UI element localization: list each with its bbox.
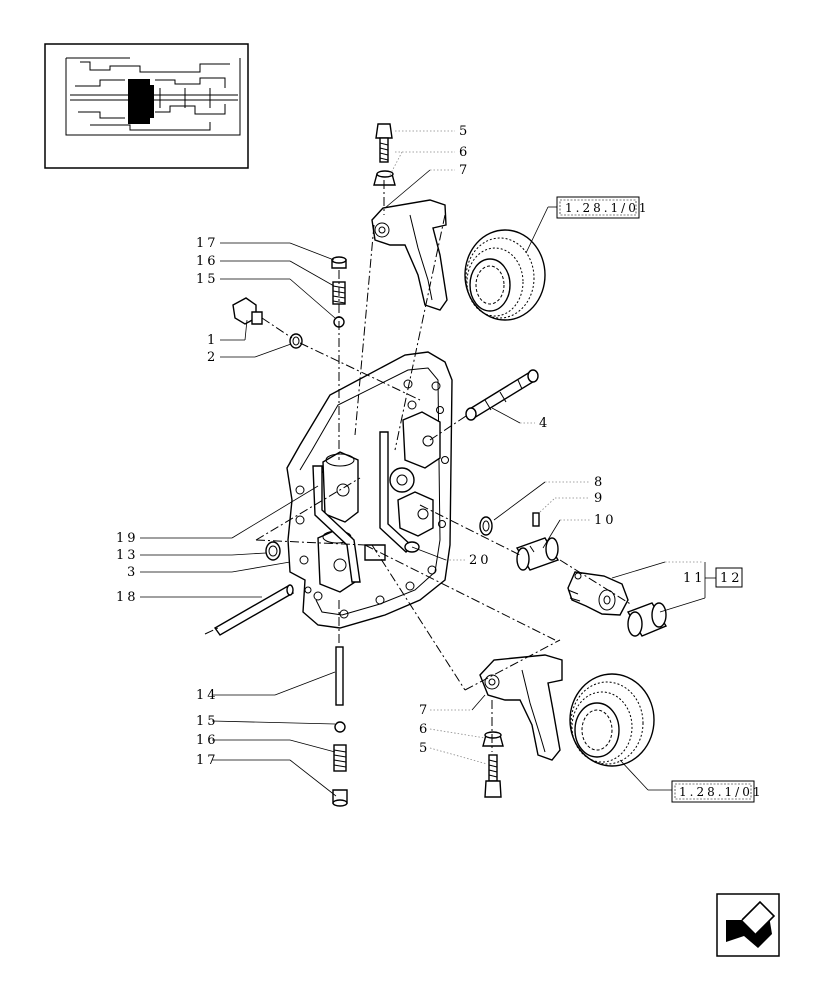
callout-7-bottom: 7 <box>419 703 430 718</box>
sleeve-part-12 <box>626 602 668 637</box>
spring-part-16-bottom <box>333 744 347 772</box>
previous-page-arrow-icon[interactable] <box>716 893 780 957</box>
callout-4: 4 <box>539 416 550 431</box>
callout-16-bottom: 16 <box>196 733 219 748</box>
shift-plate-part-3 <box>286 351 453 629</box>
callout-17-top: 17 <box>196 236 219 251</box>
transmission-locator-icon <box>44 43 249 169</box>
callout-12-box <box>715 567 743 588</box>
callout-1: 1 <box>207 333 218 348</box>
callout-14: 14 <box>196 688 219 703</box>
callout-2: 2 <box>207 350 218 365</box>
reference-box-bottom[interactable]: 1.28.1/01 <box>671 780 763 803</box>
shift-fork-part-7-bottom <box>479 654 563 761</box>
shift-shaft-part-4 <box>465 369 539 421</box>
callout-16-top: 16 <box>196 254 219 269</box>
callout-15-bottom: 15 <box>196 714 219 729</box>
reference-box-top[interactable]: 1.28.1/01 <box>556 196 649 219</box>
assembly-axis-lines <box>204 180 633 752</box>
synchronizer-ring-top <box>464 229 546 321</box>
cap-part-17-bottom <box>332 789 348 807</box>
ball-part-15-bottom <box>334 721 346 733</box>
callout-15-top: 15 <box>196 272 219 287</box>
shift-rod-part-19 <box>312 465 361 583</box>
callout-labels: 5 6 7 17 16 15 1 2 4 8 9 10 11 12 19 13 … <box>116 124 743 768</box>
cap-part-17-top <box>331 256 347 269</box>
callout-18: 18 <box>116 590 139 605</box>
shift-fork-part-7-top <box>371 199 448 311</box>
washer-part-6-bottom <box>482 731 504 747</box>
bolt-part-5-top <box>375 123 393 163</box>
reference-label-bottom: 1.28.1/01 <box>679 785 763 799</box>
callout-13: 13 <box>116 548 139 563</box>
callout-12: 12 <box>720 571 743 586</box>
washer-part-6-top <box>373 170 396 186</box>
plug-part-1 <box>232 297 263 325</box>
callout-20: 20 <box>469 553 492 568</box>
callout-7-top: 7 <box>459 163 470 178</box>
callout-10: 10 <box>594 513 617 528</box>
reference-label-top: 1.28.1/01 <box>565 201 649 215</box>
callout-8: 8 <box>594 475 605 490</box>
selector-part-11 <box>567 571 629 616</box>
callout-6-bottom: 6 <box>419 722 430 737</box>
callout-5-bottom: 5 <box>419 741 430 756</box>
pin-part-9 <box>532 512 540 527</box>
callout-19: 19 <box>116 531 139 546</box>
bolt-part-5-bottom <box>484 754 502 798</box>
callout-5-top: 5 <box>459 124 470 139</box>
o-ring-part-13 <box>265 541 281 561</box>
rod-part-18 <box>213 584 295 636</box>
sleeve-part-10 <box>515 537 560 571</box>
callout-11: 11 <box>683 571 706 586</box>
leader-lines <box>140 130 716 797</box>
rod-part-14 <box>335 646 344 706</box>
synchronizer-ring-bottom <box>569 673 655 767</box>
callout-9: 9 <box>594 491 605 506</box>
callout-6-top: 6 <box>459 145 470 160</box>
callout-3: 3 <box>127 565 138 580</box>
o-ring-part-8 <box>479 516 493 536</box>
o-ring-part-2 <box>289 333 303 349</box>
callout-17-bottom: 17 <box>196 753 219 768</box>
